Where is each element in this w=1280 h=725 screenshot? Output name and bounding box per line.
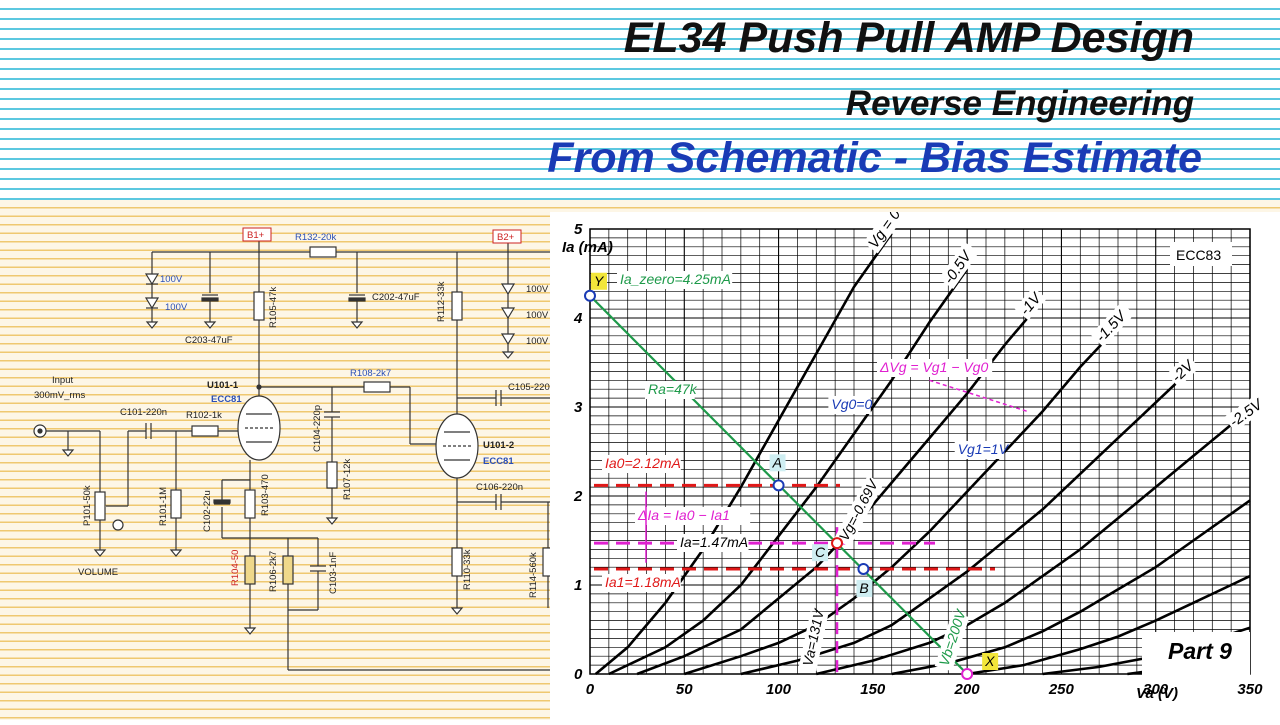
schematic: B1+ B2+ R132-20k 100V 100V 100V 100V 100…: [33, 227, 555, 671]
c101-label: C101-220n: [120, 407, 167, 418]
r132-label: R132-20k: [295, 232, 336, 243]
r106-label: R106-2k7: [268, 551, 279, 592]
input-label: Input: [52, 375, 73, 386]
characteristic-curve: [594, 232, 893, 675]
c104-label: C104-220p: [312, 405, 323, 452]
vg0-label: Vg0=0: [831, 396, 872, 412]
part-label: Part 9: [1168, 638, 1232, 664]
main-title: EL34 Push Pull AMP Design: [623, 14, 1194, 62]
y-tick-label: 1: [574, 577, 582, 594]
characteristic-curve: [816, 410, 1251, 676]
delta-ia-label: ΔIa = Ia0 − Ia1: [637, 507, 730, 523]
u101-2-label: U101-2: [483, 440, 514, 451]
y-tick-label: 0: [574, 666, 583, 683]
chart-title: ECC83: [1176, 247, 1221, 263]
delta-vg-label: ΔVg = Vg1 − Vg0: [879, 359, 988, 375]
p101-label: P101-50k: [82, 485, 93, 526]
characteristic-curve: [740, 365, 1195, 676]
r101-label: R101-1M: [158, 487, 169, 526]
u101-2-type: ECC81: [483, 456, 514, 467]
y-tick-label: 2: [573, 488, 583, 505]
characteristic-curve: [608, 268, 969, 676]
operating-point: [961, 668, 974, 680]
r107-label: R107-12k: [342, 459, 353, 500]
u101-1-label: U101-1: [207, 380, 239, 391]
x-axis-title: Va (V): [1136, 685, 1178, 702]
r103-label: R103-470: [260, 474, 271, 516]
x-tick-label: 300: [1143, 681, 1169, 698]
volume-label: VOLUME: [78, 567, 118, 578]
r112-label: R112-33k: [436, 281, 447, 322]
zener5-label: 100V: [526, 336, 549, 347]
chart-panel: Vg = 0V-0.5V-1V-1.5V-2V-2.5V Ia_zeero=4.…: [550, 192, 1280, 720]
point-label: A: [772, 454, 782, 470]
r102-label: R102-1k: [186, 410, 222, 421]
r104-label: R104-50: [230, 550, 241, 586]
x-tick-label: 350: [1237, 681, 1263, 698]
r114-label: R114-560k: [528, 552, 539, 598]
point-label: B: [859, 580, 868, 596]
r110-label: R110-33k: [462, 549, 473, 590]
point-label: C: [815, 544, 826, 560]
characteristic-curve: [966, 574, 1251, 676]
input-level: 300mV_rms: [34, 390, 85, 401]
ecc83-plate-characteristics-chart: Vg = 0V-0.5V-1V-1.5V-2V-2.5V Ia_zeero=4.…: [562, 192, 1272, 702]
y-tick-label: 3: [574, 399, 583, 416]
load-line-label: Ra=47k: [648, 381, 698, 397]
x-tick-label: 150: [860, 681, 886, 698]
y-tick-label: 4: [573, 310, 583, 327]
c103-label: C103-1nF: [328, 552, 339, 594]
r105-label: R105-47k: [268, 287, 279, 328]
ia-zero-label: Ia_zeero=4.25mA: [620, 271, 731, 287]
subtitle: Reverse Engineering: [845, 84, 1194, 123]
c102-label: C102-22u: [202, 490, 213, 532]
topic-title: From Schematic - Bias Estimate: [547, 134, 1202, 182]
operating-point: [831, 537, 844, 550]
delta-vg-arrow: [929, 379, 1028, 413]
x-tick-label: 200: [954, 681, 981, 698]
y-tick-label: 5: [574, 221, 583, 238]
y-axis-title: Ia (mA): [562, 239, 613, 256]
x-tick-label: 100: [766, 681, 792, 698]
operating-point: [772, 479, 785, 492]
characteristic-curve: [891, 499, 1251, 676]
point-label: X: [984, 653, 995, 669]
c203-label: C203-47uF: [185, 335, 233, 346]
zener2-label: 100V: [165, 302, 188, 313]
u101-1-type: ECC81: [211, 394, 242, 405]
c202-label: C202-47uF: [372, 292, 420, 303]
operating-point: [584, 289, 596, 302]
header-banner: EL34 Push Pull AMP Design Reverse Engine…: [0, 0, 1280, 200]
ia0-label: Ia0=2.12mA: [605, 455, 681, 471]
c105-label: C105-220: [508, 382, 550, 393]
x-tick-label: 50: [676, 681, 693, 698]
characteristic-curve: [683, 326, 1119, 676]
operating-point: [857, 562, 870, 575]
zener3-label: 100V: [526, 284, 549, 295]
point-label: Y: [594, 273, 605, 289]
r108-label: R108-2k7: [350, 368, 391, 379]
ia-label: Ia=1.47mA: [680, 534, 748, 550]
zener1-label: 100V: [160, 274, 183, 285]
x-tick-label: 0: [586, 681, 595, 698]
zener4-label: 100V: [526, 310, 549, 321]
c106-label: C106-220n: [476, 482, 523, 493]
b1-label: B1+: [247, 230, 265, 241]
vg1-label: Vg1=1V: [958, 441, 1010, 457]
b2-label: B2+: [497, 232, 515, 243]
ia1-label: Ia1=1.18mA: [605, 574, 681, 590]
x-tick-label: 250: [1048, 681, 1075, 698]
